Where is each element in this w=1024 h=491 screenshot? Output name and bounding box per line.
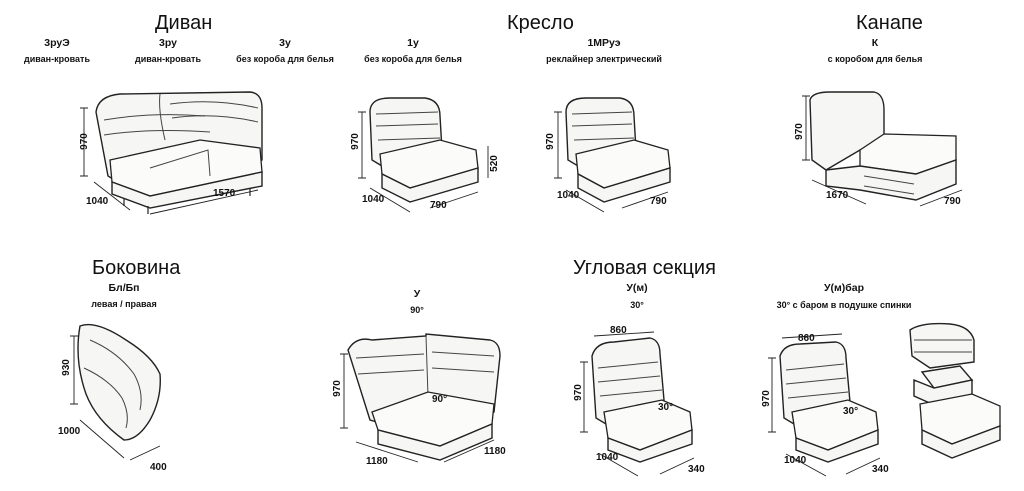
item-desc: с коробом для белья	[827, 54, 923, 64]
section-title-kreslo: Кресло	[507, 12, 574, 34]
item-desc: левая / правая	[91, 299, 157, 309]
section-title-kanape: Канапе	[856, 12, 923, 34]
dim-kanape-depth: 1670	[826, 190, 849, 201]
dim-kanape-width: 790	[944, 196, 961, 207]
dim-corner-angle: 90°	[432, 394, 448, 405]
corner-m-drawing	[580, 331, 695, 477]
corner-90-drawing	[340, 333, 501, 463]
dim-chair2-width: 790	[650, 196, 667, 207]
sofa-drawing	[80, 91, 263, 215]
item-code: 1МРуэ	[587, 37, 621, 49]
item-code: У	[413, 288, 421, 300]
item-code: 1у	[407, 37, 419, 49]
item-desc: без короба для белья	[364, 54, 462, 64]
item-desc: диван-кровать	[24, 54, 90, 64]
item-code: 3руЭ	[44, 37, 70, 49]
dim-kanape-height: 970	[793, 123, 805, 140]
chair-recliner-drawing	[554, 97, 671, 213]
dim-sofa-width: 1570	[213, 188, 236, 199]
section-title-bokovina: Боковина	[92, 257, 181, 279]
item-desc: 30° с баром в подушке спинки	[776, 300, 912, 310]
dim-corner-height: 970	[331, 380, 343, 397]
dim-chair1-width: 790	[430, 200, 447, 211]
dim-side-height: 930	[60, 359, 72, 376]
dim-side-depth: 1000	[58, 426, 81, 437]
item-code: У(м)	[626, 282, 648, 294]
dim-cornerm-depth: 1040	[596, 452, 619, 463]
item-code: 3ру	[159, 37, 177, 49]
dim-chair2-depth: 1040	[557, 190, 580, 201]
dim-cornerm-angle: 30°	[658, 402, 674, 413]
corner-bar-drawing	[768, 322, 1001, 477]
item-code: Бл/Бп	[108, 282, 140, 294]
side-drawing	[70, 323, 161, 461]
item-desc: 90°	[410, 305, 424, 315]
dim-chair1-depth: 1040	[362, 194, 385, 205]
item-desc: диван-кровать	[135, 54, 201, 64]
dim-cornerbar-width: 340	[872, 464, 889, 475]
dim-cornerbar-top: 860	[798, 333, 815, 344]
dim-chair2-height: 970	[544, 133, 556, 150]
dim-cornerm-height: 970	[572, 384, 584, 401]
dim-corner-a: 1180	[366, 456, 388, 467]
item-desc: 30°	[630, 300, 644, 310]
item-code: 3у	[279, 37, 291, 49]
dim-cornerm-top: 860	[610, 325, 627, 336]
dim-side-width: 400	[150, 462, 167, 473]
section-title-uglovaya: Угловая секция	[573, 257, 716, 279]
dim-cornerbar-height: 970	[760, 390, 772, 407]
section-title-divan: Диван	[155, 12, 213, 34]
item-desc: реклайнер электрический	[546, 54, 662, 64]
dim-cornerbar-angle: 30°	[843, 406, 859, 417]
dim-corner-b: 1180	[484, 446, 506, 457]
dim-cornerbar-depth: 1040	[784, 455, 807, 466]
item-code: К	[871, 37, 879, 49]
dim-sofa-depth: 1040	[86, 196, 109, 207]
dim-sofa-height: 970	[78, 133, 90, 150]
dim-cornerm-width: 340	[688, 464, 705, 475]
item-desc: без короба для белья	[236, 54, 334, 64]
dim-chair1-seat: 520	[488, 155, 500, 172]
dim-chair1-height: 970	[349, 133, 361, 150]
kanape-drawing	[802, 91, 963, 207]
chair-1u-drawing	[358, 97, 489, 213]
item-code: У(м)бар	[823, 282, 865, 294]
